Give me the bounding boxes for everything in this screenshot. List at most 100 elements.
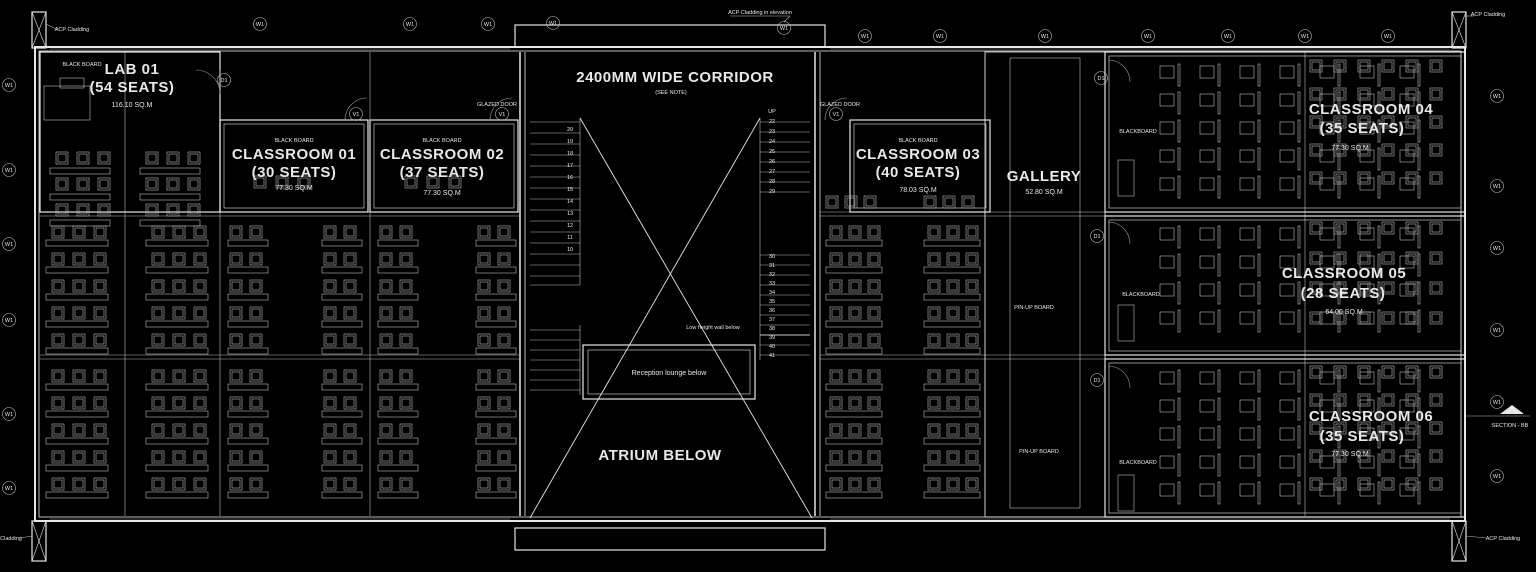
- chair-icon: [343, 279, 357, 293]
- chair-icon: [965, 423, 979, 437]
- svg-text:W1: W1: [5, 83, 13, 89]
- svg-text:W1: W1: [1041, 34, 1049, 40]
- chair-icon: [927, 423, 941, 437]
- chair-icon: [965, 477, 979, 491]
- desk: [377, 464, 419, 472]
- chair-icon: [249, 333, 263, 347]
- chair-icon: [1309, 393, 1323, 407]
- room-name-classroom05: CLASSROOM 05: [1282, 265, 1406, 282]
- chair-icon: [72, 423, 86, 437]
- chair-icon: [1429, 393, 1443, 407]
- chair-icon: [399, 369, 413, 383]
- chair-icon: [51, 369, 65, 383]
- chair-icon: [1405, 311, 1419, 325]
- chair-icon: [51, 306, 65, 320]
- chair-icon: [93, 396, 107, 410]
- chair-icon: [229, 423, 243, 437]
- chair-icon: [343, 306, 357, 320]
- chair-icon: [965, 306, 979, 320]
- chair-icon: [193, 369, 207, 383]
- room-name-classroom02: CLASSROOM 02: [380, 146, 504, 163]
- desk: [145, 293, 209, 301]
- chair-icon: [1429, 87, 1443, 101]
- chair-icon: [399, 306, 413, 320]
- desk: [227, 491, 269, 499]
- chair-icon: [97, 151, 111, 165]
- chair-icon: [172, 279, 186, 293]
- chair-icon: [343, 225, 357, 239]
- chair-icon: [1429, 221, 1443, 235]
- chair-icon: [1381, 171, 1395, 185]
- chair-icon: [399, 279, 413, 293]
- svg-text:30: 30: [769, 254, 775, 260]
- chair-icon: [946, 369, 960, 383]
- svg-text:17: 17: [567, 163, 573, 169]
- chair-icon: [51, 279, 65, 293]
- desk: [321, 383, 363, 391]
- chair-icon: [151, 477, 165, 491]
- desk: [923, 410, 981, 418]
- svg-text:W1: W1: [1493, 94, 1501, 100]
- chair-icon: [249, 477, 263, 491]
- desk: [377, 410, 419, 418]
- desk: [227, 320, 269, 328]
- chair-icon: [946, 306, 960, 320]
- desk: [377, 293, 419, 301]
- desk: [923, 266, 981, 274]
- chair-icon: [379, 369, 393, 383]
- blackboard-label-c6: BLACKBOARD: [1119, 460, 1157, 466]
- room-area-lab01: 116.10 SQ.M: [112, 102, 153, 109]
- chair-icon: [946, 225, 960, 239]
- svg-text:W1: W1: [5, 242, 13, 248]
- chair-icon: [1309, 221, 1323, 235]
- chair-icon: [51, 252, 65, 266]
- chair-icon: [145, 151, 159, 165]
- desk: [825, 491, 883, 499]
- chair-icon: [379, 225, 393, 239]
- chair-icon: [848, 396, 862, 410]
- desk: [227, 266, 269, 274]
- chair-icon: [172, 396, 186, 410]
- chair-icon: [151, 252, 165, 266]
- desk: [49, 193, 111, 201]
- chair-icon: [193, 279, 207, 293]
- svg-text:W1: W1: [5, 318, 13, 324]
- chair-icon: [249, 306, 263, 320]
- desk: [139, 193, 201, 201]
- svg-text:38: 38: [769, 326, 775, 332]
- door-swings: [195, 59, 1131, 389]
- chair-icon: [229, 252, 243, 266]
- chair-icon: [844, 195, 858, 209]
- corridor-subtitle: (SEE NOTE): [655, 90, 687, 96]
- svg-text:UP: UP: [768, 109, 776, 115]
- desk: [475, 491, 517, 499]
- svg-text:W1: W1: [1144, 34, 1152, 40]
- chair-icon: [193, 477, 207, 491]
- black-board-label-c2: BLACK BOARD: [422, 138, 461, 144]
- chair-icon: [927, 279, 941, 293]
- desk: [923, 464, 981, 472]
- room-seats-classroom02: (37 SEATS): [400, 164, 485, 181]
- chair-icon: [961, 195, 975, 209]
- chair-icon: [379, 477, 393, 491]
- chair-icon: [825, 195, 839, 209]
- svg-text:W1: W1: [1493, 328, 1501, 334]
- chair-icon: [497, 396, 511, 410]
- chair-icon: [193, 252, 207, 266]
- room-area-classroom05: 64.00 SQ.M: [1325, 309, 1363, 316]
- svg-text:D1: D1: [1093, 234, 1100, 240]
- chair-icon: [867, 369, 881, 383]
- chair-icon: [323, 225, 337, 239]
- desk: [825, 383, 883, 391]
- desk: [377, 239, 419, 247]
- svg-text:D1: D1: [220, 78, 227, 84]
- chair-icon: [229, 396, 243, 410]
- desk: [227, 293, 269, 301]
- pin-up-board-label-2: PIN-UP BOARD: [1019, 449, 1059, 455]
- chair-icon: [76, 151, 90, 165]
- chair-icon: [249, 252, 263, 266]
- chair-icon: [848, 477, 862, 491]
- chair-icon: [249, 423, 263, 437]
- desk: [45, 266, 109, 274]
- chair-icon: [51, 450, 65, 464]
